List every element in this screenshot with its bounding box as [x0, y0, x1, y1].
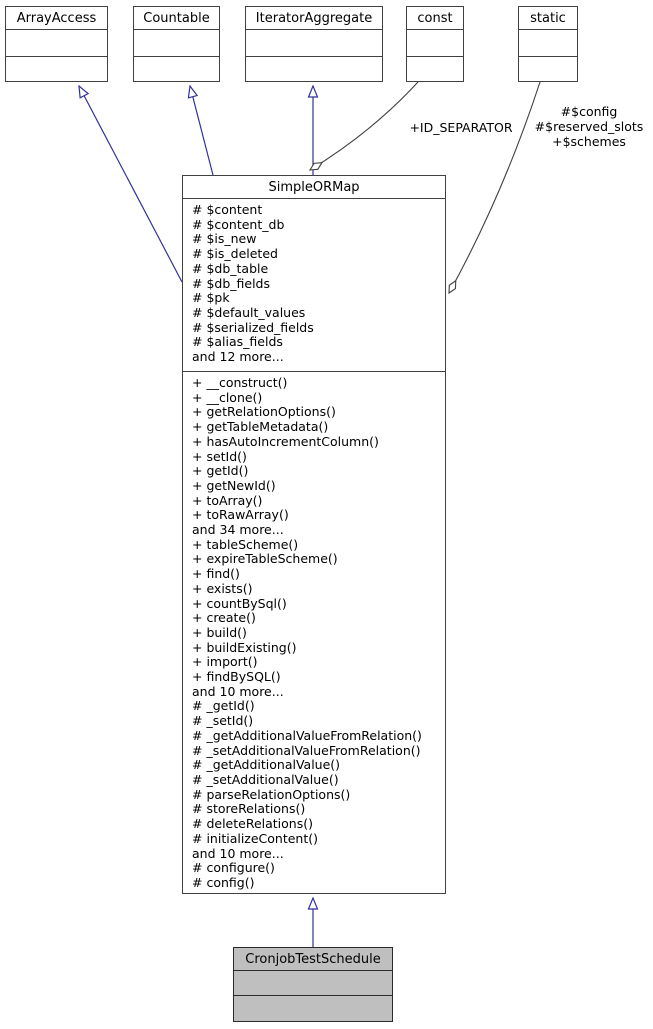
empty-methods-compartment: [234, 996, 392, 1021]
empty-attributes-compartment: [407, 30, 463, 57]
method-line: and 10 more...: [192, 845, 284, 861]
attribute-line: # $content_db: [192, 216, 285, 232]
empty-attributes-compartment: [519, 30, 577, 57]
class-title: CronjobTestSchedule: [234, 948, 392, 971]
empty-methods-compartment: [246, 57, 382, 81]
attribute-line: # $serialized_fields: [192, 319, 314, 335]
attribute-line: # $is_deleted: [192, 246, 278, 262]
method-line: + expireTableScheme(): [192, 551, 338, 567]
class-box-const[interactable]: const: [406, 6, 464, 82]
empty-attributes-compartment: [234, 971, 392, 996]
method-line: and 34 more...: [192, 522, 284, 538]
method-line: # parseRelationOptions(): [192, 786, 351, 802]
method-line: + buildExisting(): [192, 639, 297, 655]
attribute-line: # $pk: [192, 290, 230, 306]
empty-methods-compartment: [6, 57, 107, 81]
edge-label-static-members: #$config#$reserved_slots+$schemes: [527, 104, 651, 149]
method-line: and 10 more...: [192, 683, 284, 699]
attribute-line: # $db_table: [192, 260, 269, 276]
method-line: # _getAdditionalValueFromRelation(): [192, 727, 422, 743]
class-box-iteratoraggregate[interactable]: IteratorAggregate: [245, 6, 383, 82]
method-line: + countBySql(): [192, 595, 287, 611]
inheritance-edge-countable: [190, 86, 214, 176]
usage-edge-static: [449, 81, 541, 293]
empty-attributes-compartment: [134, 30, 219, 57]
method-line: # initializeContent(): [192, 830, 319, 846]
class-title: static: [519, 7, 577, 30]
class-title: ArrayAccess: [6, 7, 107, 30]
method-line: + getId(): [192, 463, 249, 479]
edge-label-id-separator: +ID_SEPARATOR: [409, 120, 513, 135]
method-line: + findBySQL(): [192, 669, 281, 685]
method-line: + hasAutoIncrementColumn(): [192, 433, 379, 449]
method-line: + __construct(): [192, 375, 288, 390]
attribute-line: and 12 more...: [192, 349, 284, 365]
method-line: # _setAdditionalValue(): [192, 771, 339, 787]
class-box-static[interactable]: static: [518, 6, 578, 82]
attribute-line: # $db_fields: [192, 275, 271, 291]
method-line: + find(): [192, 566, 240, 582]
method-line: + getRelationOptions(): [192, 404, 336, 420]
empty-methods-compartment: [407, 57, 463, 81]
empty-methods-compartment: [134, 57, 219, 81]
method-line: + toRawArray(): [192, 507, 289, 523]
method-line: # configure(): [192, 860, 275, 876]
class-title: const: [407, 7, 463, 30]
class-title: IteratorAggregate: [246, 7, 382, 30]
method-line: + build(): [192, 624, 247, 640]
edge-label-line: #$reserved_slots: [534, 119, 644, 134]
edge-label-line: #$config: [560, 104, 618, 119]
attribute-line: # $is_new: [192, 231, 257, 247]
inheritance-edge-arrayaccess: [79, 86, 183, 283]
empty-attributes-compartment: [246, 30, 382, 57]
class-box-arrayaccess[interactable]: ArrayAccess: [5, 6, 108, 82]
usage-edge-const: [310, 81, 419, 170]
method-line: + toArray(): [192, 492, 263, 508]
attribute-line: # $default_values: [192, 304, 306, 320]
method-line: + create(): [192, 610, 256, 626]
method-line: + exists(): [192, 580, 253, 596]
method-line: # _setId(): [192, 713, 254, 729]
class-box-countable[interactable]: Countable: [133, 6, 220, 82]
class-title: SimpleORMap: [183, 176, 445, 199]
class-box-simpleormap[interactable]: SimpleORMap # $content# $content_db# $is…: [182, 175, 446, 894]
method-line: + setId(): [192, 448, 247, 464]
attributes-compartment: # $content# $content_db# $is_new# $is_de…: [183, 199, 445, 372]
method-line: + getTableMetadata(): [192, 419, 329, 435]
methods-compartment: + __construct()+ __clone()+ getRelationO…: [183, 372, 445, 893]
method-line: # deleteRelations(): [192, 816, 313, 832]
method-line: + getNewId(): [192, 477, 276, 493]
method-line: # config(): [192, 874, 255, 890]
class-title: Countable: [134, 7, 219, 30]
empty-attributes-compartment: [6, 30, 107, 57]
edge-label-line: +$schemes: [552, 134, 626, 149]
empty-methods-compartment: [519, 57, 577, 81]
method-line: + import(): [192, 654, 258, 670]
method-line: # _getAdditionalValue(): [192, 757, 341, 773]
method-line: + __clone(): [192, 389, 263, 405]
method-line: + tableScheme(): [192, 536, 299, 552]
attribute-line: # $alias_fields: [192, 334, 283, 350]
method-line: # storeRelations(): [192, 801, 306, 817]
method-line: # _getId(): [192, 698, 255, 714]
class-box-cronjobtestschedule[interactable]: CronjobTestSchedule: [233, 947, 393, 1022]
attribute-line: # $content: [192, 202, 263, 217]
method-line: # _setAdditionalValueFromRelation(): [192, 742, 421, 758]
